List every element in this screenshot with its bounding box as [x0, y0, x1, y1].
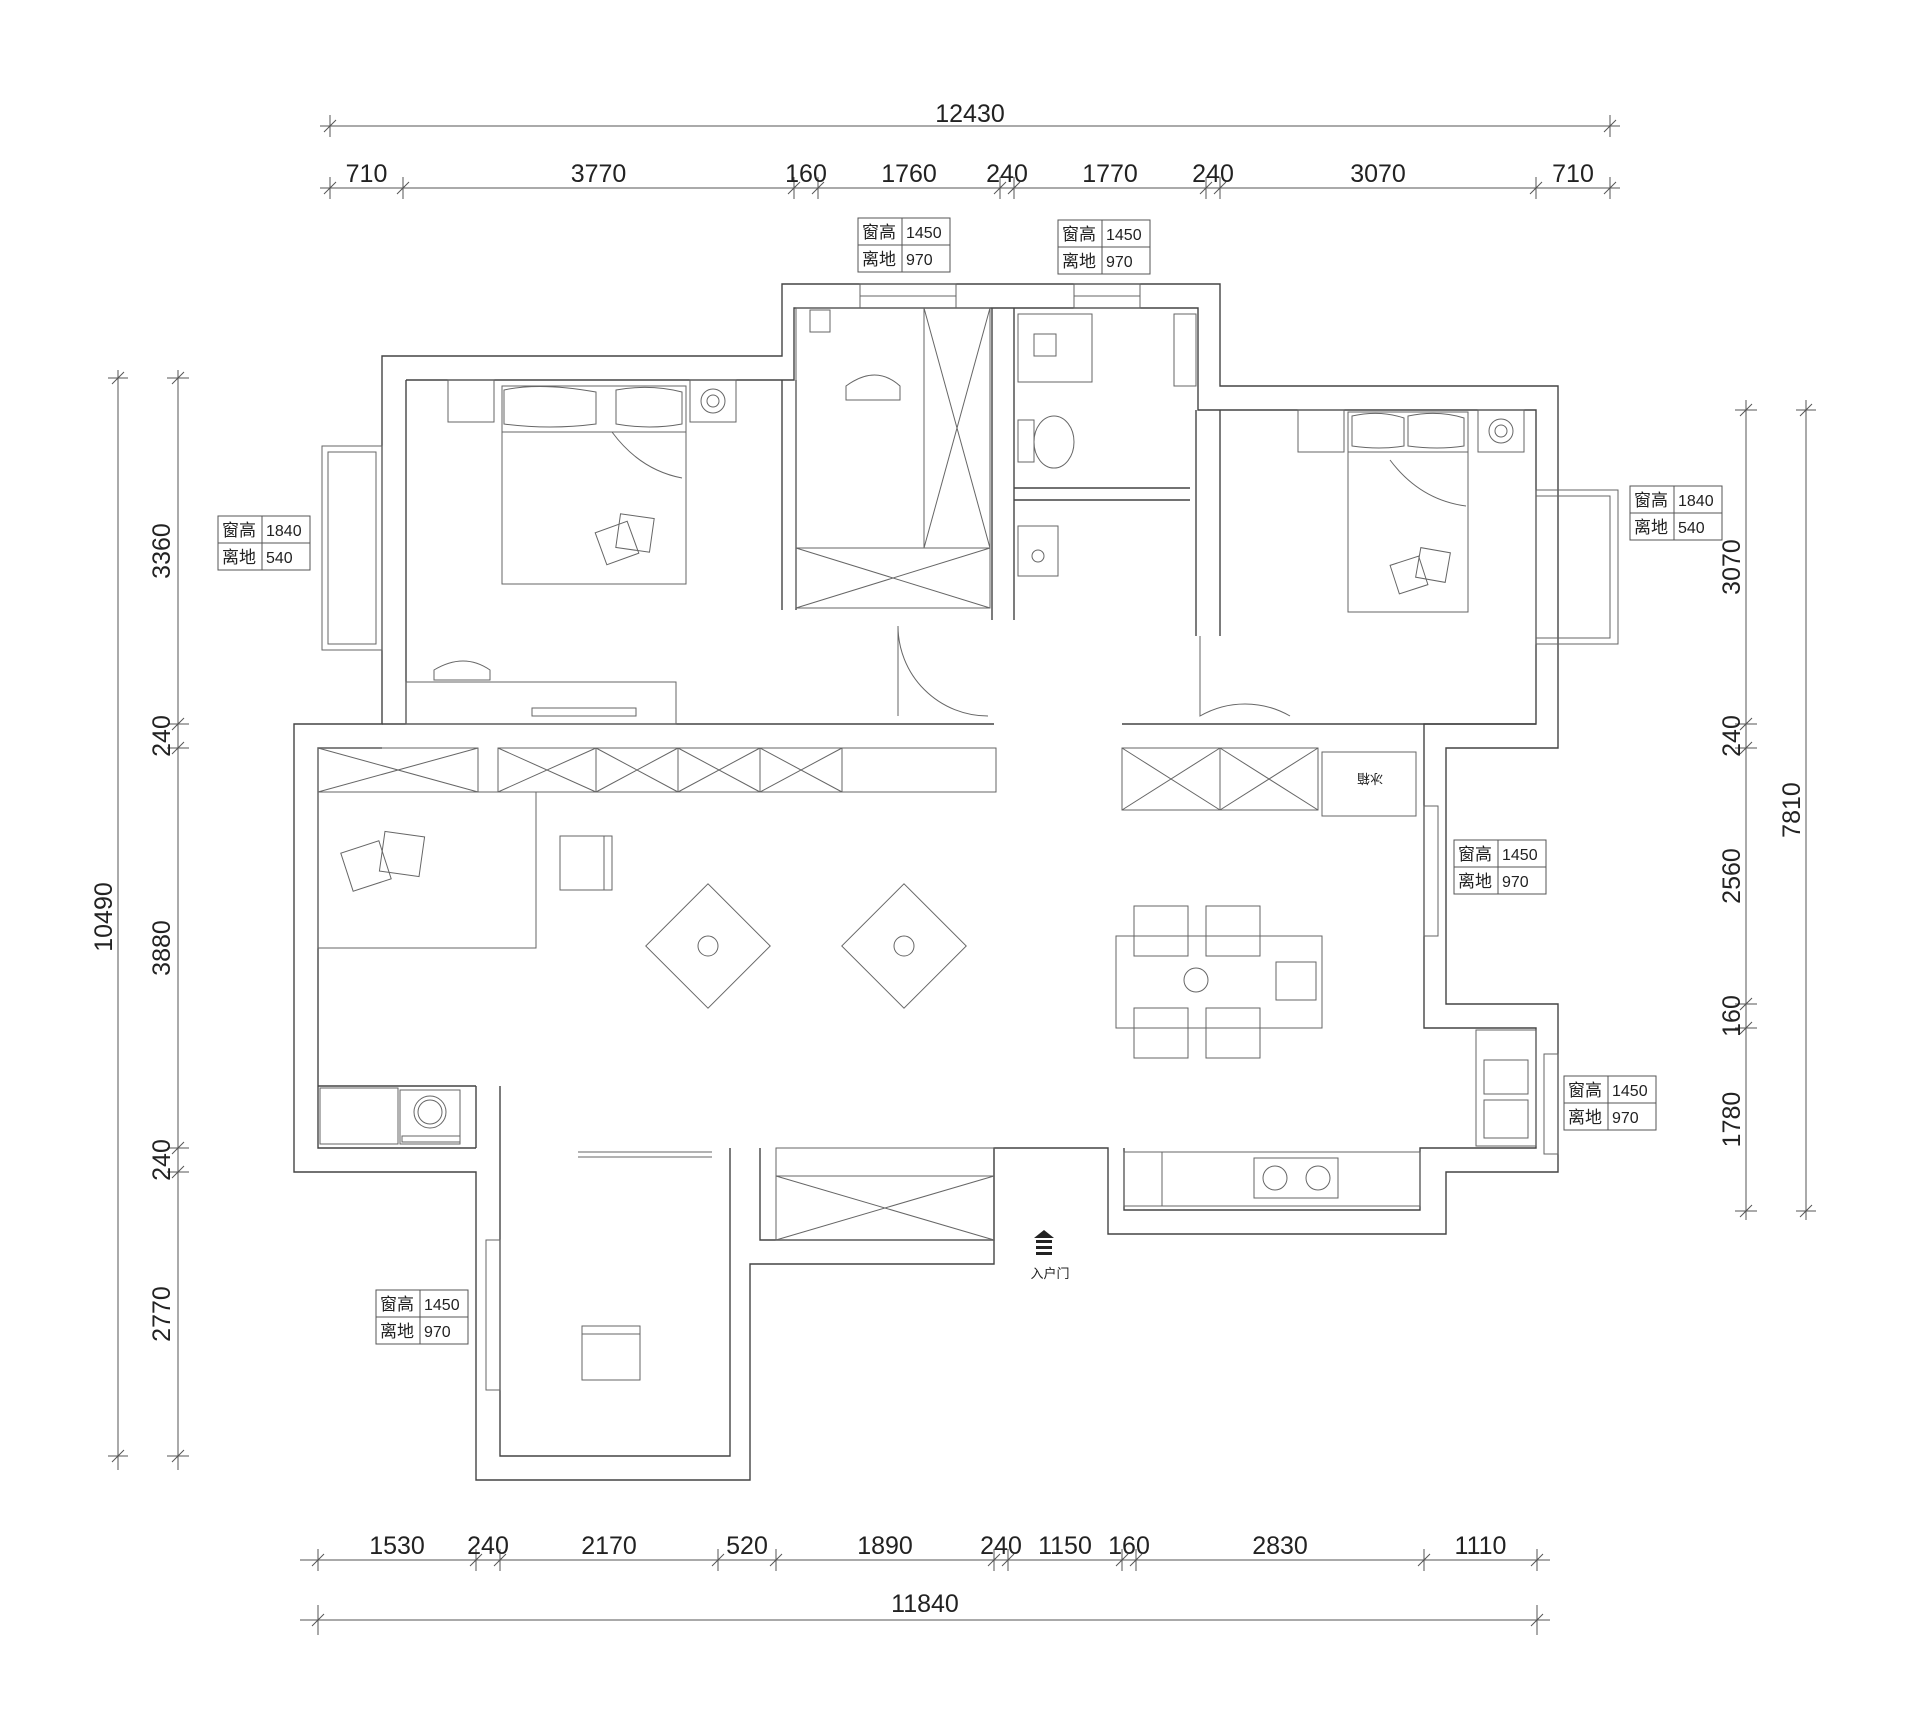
window-sill-value: 970 [1106, 254, 1133, 271]
window-height-label: 窗高 [222, 521, 256, 541]
window-height-value: 1840 [1678, 493, 1714, 510]
window-sill-value: 540 [1678, 520, 1705, 537]
right-total-dimension: 7810 [1778, 782, 1806, 838]
right-segment-dimension: 1780 [1718, 1092, 1746, 1148]
window-height-label: 窗高 [862, 223, 896, 243]
bottom-segment-dimension: 160 [1108, 1532, 1150, 1560]
window-height-value: 1450 [424, 1297, 460, 1314]
window-height-label: 窗高 [380, 1295, 414, 1315]
dimension-lines [108, 115, 1816, 1635]
entrance-label: 入户门 [1030, 1266, 1069, 1282]
top-total-dimension: 12430 [935, 100, 1005, 128]
top-segment-dimension: 710 [1552, 160, 1594, 188]
right-segment-dimension: 3070 [1718, 539, 1746, 595]
right-segment-dimension: 160 [1718, 995, 1746, 1037]
window-tag: 窗高 1450 离地 970 [1563, 1075, 1657, 1131]
top-segment-dimension: 1760 [881, 160, 937, 188]
bottom-segment-dimension: 2830 [1252, 1532, 1308, 1560]
window-sill-label: 离地 [380, 1322, 414, 1342]
bottom-segment-dimension: 1150 [1038, 1532, 1092, 1560]
window-tags: 窗高 1450 离地 970 窗高 1450 离地 970 窗高 1840 离地 540 窗高 1840 离… [217, 217, 1723, 1345]
left-segment-dimension: 3360 [148, 523, 176, 579]
top-segment-dimension: 3070 [1350, 160, 1406, 188]
window-sill-value: 540 [266, 550, 293, 567]
window-sill-value: 970 [424, 1324, 451, 1341]
bottom-segment-dimension: 240 [467, 1532, 509, 1560]
bottom-segment-dimension: 240 [980, 1532, 1022, 1560]
window-sill-label: 离地 [862, 250, 896, 270]
window-height-value: 1450 [906, 225, 942, 242]
window-sill-value: 970 [1502, 874, 1529, 891]
entrance-arrow-icon [1034, 1230, 1054, 1255]
window-sill-label: 离地 [1568, 1108, 1602, 1128]
window-tag: 窗高 1450 离地 970 [1057, 219, 1151, 275]
window-height-label: 窗高 [1634, 491, 1668, 511]
left-segment-dimension: 3880 [148, 920, 176, 976]
top-segment-dimension: 1770 [1082, 160, 1138, 188]
bottom-segment-dimension: 1110 [1455, 1532, 1507, 1560]
window-sill-value: 970 [906, 252, 933, 269]
right-segment-dimension: 240 [1718, 715, 1746, 757]
left-segment-dimension: 240 [148, 715, 176, 757]
window-height-value: 1840 [266, 523, 302, 540]
window-tag: 窗高 1450 离地 970 [1453, 839, 1547, 895]
window-tag: 窗高 1840 离地 540 [1629, 485, 1723, 541]
left-total-dimension: 10490 [90, 882, 118, 952]
top-segment-dimension: 160 [785, 160, 827, 188]
window-height-value: 1450 [1612, 1083, 1648, 1100]
left-segment-dimension: 2770 [148, 1286, 176, 1342]
walls [293, 283, 1559, 1481]
top-segment-dimension: 240 [986, 160, 1028, 188]
window-sill-label: 离地 [1458, 872, 1492, 892]
bottom-segment-dimension: 520 [726, 1532, 768, 1560]
window-sill-label: 离地 [1634, 518, 1668, 538]
top-segment-dimension: 3770 [571, 160, 627, 188]
fridge-label: 冰箱 [1357, 770, 1383, 786]
windows [321, 283, 1619, 1391]
window-sill-label: 离地 [222, 548, 256, 568]
window-height-label: 窗高 [1568, 1081, 1602, 1101]
bottom-segment-dimension: 1890 [857, 1532, 913, 1560]
bottom-segment-dimension: 1530 [369, 1532, 425, 1560]
window-height-label: 窗高 [1062, 225, 1096, 245]
furniture [317, 307, 1537, 1381]
window-height-value: 1450 [1106, 227, 1142, 244]
top-segment-dimension: 240 [1192, 160, 1234, 188]
window-tag: 窗高 1450 离地 970 [857, 217, 951, 273]
left-segment-dimension: 240 [148, 1139, 176, 1181]
right-segment-dimension: 2560 [1718, 848, 1746, 904]
top-segment-dimension: 710 [346, 160, 388, 188]
bottom-total-dimension: 11840 [891, 1590, 959, 1618]
window-sill-value: 970 [1612, 1110, 1639, 1127]
bottom-segment-dimension: 2170 [581, 1532, 637, 1560]
window-tag: 窗高 1450 离地 970 [375, 1289, 469, 1345]
window-tag: 窗高 1840 离地 540 [217, 515, 311, 571]
window-sill-label: 离地 [1062, 252, 1096, 272]
window-height-value: 1450 [1502, 847, 1538, 864]
window-height-label: 窗高 [1458, 845, 1492, 865]
